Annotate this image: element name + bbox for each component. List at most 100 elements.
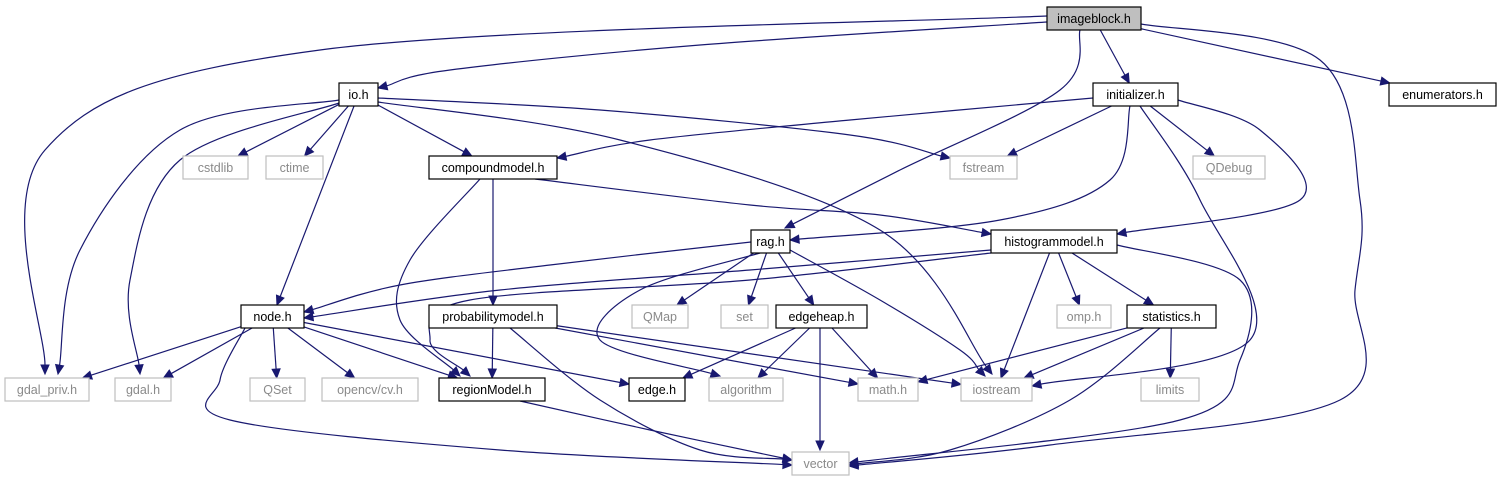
- arrowhead-icon: [618, 377, 631, 388]
- node-histogrammodel[interactable]: histogrammodel.h: [990, 229, 1118, 254]
- edge-line: [1015, 105, 1112, 153]
- node-box: [1140, 377, 1200, 402]
- edge-statistics-to-iostream: [1022, 327, 1145, 379]
- edge-compoundmodel-to-regionmodel: [395, 178, 481, 377]
- edge-node-to-opencv: [287, 327, 356, 379]
- edge-histogrammodel-to-vector: [847, 244, 1253, 467]
- node-set: set: [720, 304, 769, 329]
- edge-node-to-gdal_priv: [81, 326, 242, 380]
- arrowhead-icon: [488, 295, 498, 307]
- node-enumerators[interactable]: enumerators.h: [1388, 82, 1497, 107]
- edge-line: [519, 400, 784, 459]
- arrowhead-icon: [847, 377, 860, 387]
- node-algorithm: algorithm: [708, 377, 784, 402]
- edge-line: [428, 252, 992, 371]
- edge-line: [763, 327, 811, 373]
- edge-line: [690, 327, 796, 375]
- edge-io-to-fstream: [377, 97, 952, 161]
- arrowhead-icon: [459, 366, 471, 377]
- arrowhead-icon: [461, 147, 473, 157]
- edge-probabilitymodel-to-regionmodel: [487, 327, 498, 380]
- arrowhead-icon: [783, 219, 796, 229]
- node-edgeheap[interactable]: edgeheap.h: [775, 304, 868, 329]
- node-node[interactable]: node.h: [240, 304, 305, 329]
- arrowhead-icon: [1115, 227, 1128, 237]
- node-statistics[interactable]: statistics.h: [1126, 304, 1217, 329]
- node-label: algorithm: [720, 383, 771, 397]
- edge-imageblock-to-gdal_priv: [24, 15, 1048, 376]
- edge-line: [555, 327, 850, 383]
- edge-statistics-to-vector: [847, 327, 1161, 469]
- edge-line: [509, 327, 784, 460]
- node-label: probabilitymodel.h: [442, 310, 543, 324]
- edge-line: [1099, 29, 1126, 76]
- node-box: [265, 155, 324, 180]
- node-box: [990, 229, 1118, 254]
- arrowhead-icon: [134, 364, 144, 376]
- node-imageblock[interactable]: imageblock.h: [1046, 6, 1142, 31]
- node-box: [1046, 6, 1142, 31]
- node-edge[interactable]: edge.h: [628, 377, 686, 402]
- edge-line: [377, 104, 465, 153]
- node-box: [438, 377, 546, 402]
- node-box: [857, 377, 919, 402]
- node-rag[interactable]: rag.h: [750, 229, 791, 254]
- node-compoundmodel[interactable]: compoundmodel.h: [428, 155, 558, 180]
- node-label: regionModel.h: [452, 383, 531, 397]
- node-vector: vector: [791, 451, 850, 476]
- edge-line: [205, 327, 784, 466]
- node-regionmodel[interactable]: regionModel.h: [438, 377, 546, 402]
- node-box: [631, 304, 689, 329]
- edge-line: [272, 327, 277, 370]
- node-layer: imageblock.h io.h initializer.h enumerators…: [4, 6, 1497, 476]
- node-opencv: opencv/cv.h: [321, 377, 419, 402]
- edge-initializer-to-histogrammodel: [1115, 99, 1307, 237]
- node-io[interactable]: io.h: [338, 82, 379, 107]
- arrowhead-icon: [236, 147, 249, 157]
- node-box: [428, 304, 558, 329]
- arrowhead-icon: [40, 364, 50, 376]
- edge-line: [1149, 105, 1208, 151]
- node-box: [4, 377, 90, 402]
- arrowhead-icon: [1006, 147, 1019, 157]
- node-box: [1388, 82, 1497, 107]
- edge-line: [1071, 252, 1147, 301]
- edge-line: [310, 105, 349, 150]
- node-box: [240, 304, 305, 329]
- node-box: [628, 377, 686, 402]
- edge-compoundmodel-to-histogrammodel: [534, 178, 993, 238]
- node-qmap: QMap: [631, 304, 689, 329]
- edge-initializer-to-compoundmodel: [555, 97, 1094, 161]
- edge-histogrammodel-to-iostream: [999, 252, 1051, 380]
- arrowhead-icon: [1165, 368, 1176, 380]
- edge-line: [831, 327, 872, 372]
- node-label: QMap: [643, 310, 677, 324]
- node-box: [720, 304, 769, 329]
- node-label: omp.h: [1067, 310, 1102, 324]
- node-probabilitymodel[interactable]: probabilitymodel.h: [428, 304, 558, 329]
- edge-line: [127, 102, 340, 366]
- arrowhead-icon: [847, 458, 860, 469]
- node-box: [960, 377, 1033, 402]
- edge-line: [279, 105, 355, 297]
- arrowhead-icon: [303, 145, 315, 157]
- edge-edgeheap-to-edge: [681, 327, 796, 379]
- arrowhead-icon: [781, 453, 794, 463]
- edge-compoundmodel-to-probabilitymodel: [488, 179, 498, 307]
- node-initializer[interactable]: initializer.h: [1092, 82, 1179, 107]
- arrowhead-icon: [867, 367, 879, 379]
- node-label: histogrammodel.h: [1004, 235, 1103, 249]
- node-box: [1192, 155, 1266, 180]
- node-label: initializer.h: [1106, 88, 1164, 102]
- edge-edgeheap-to-vector: [815, 328, 825, 452]
- node-box: [321, 377, 419, 402]
- arrowhead-icon: [344, 368, 356, 379]
- edge-line: [312, 249, 992, 318]
- node-fstream: fstream: [949, 155, 1018, 180]
- node-label: limits: [1156, 383, 1184, 397]
- edge-line: [857, 23, 1367, 466]
- edge-rag-to-set: [747, 252, 768, 307]
- edge-line: [1040, 105, 1258, 385]
- node-box: [182, 155, 249, 180]
